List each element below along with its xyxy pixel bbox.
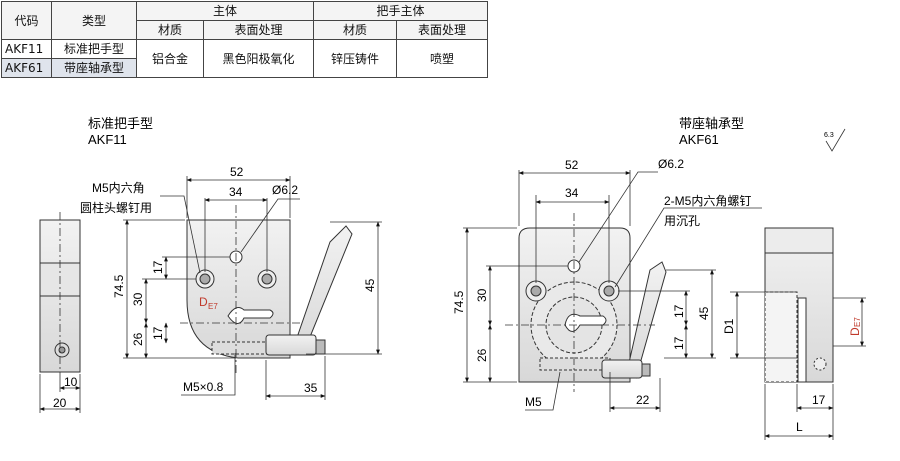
- right-hole-dia: Ø6.2: [658, 157, 684, 171]
- right-de7: D: [848, 327, 862, 336]
- header-body: 主体: [136, 1, 314, 21]
- left-code: AKF11: [88, 132, 127, 147]
- body-material-cell: 铝合金: [136, 39, 204, 78]
- right-screw-label-2: 用沉孔: [664, 214, 700, 228]
- header-handle: 把手主体: [313, 1, 488, 21]
- right-title: 带座轴承型: [679, 116, 744, 131]
- right-dim-17a: 17: [672, 304, 686, 318]
- header-code: 代码: [1, 1, 52, 40]
- right-dim-45: 45: [697, 306, 711, 320]
- right-dim-l: L: [796, 420, 803, 434]
- right-dim-26: 26: [475, 348, 489, 362]
- spec-table: 代码 类型 主体 把手主体 材质 表面处理 材质 表面处理 AKF11 标准把手…: [1, 1, 488, 78]
- left-dim-26: 26: [131, 332, 145, 346]
- right-code: AKF61: [679, 132, 719, 147]
- roughness-symbol: 6.3: [824, 128, 846, 152]
- header-body-material: 材质: [136, 20, 204, 40]
- body-surface-cell: 黑色阳极氧化: [203, 39, 314, 78]
- handle-surface-cell: 喷塑: [396, 39, 488, 78]
- right-dim-34: 34: [565, 186, 579, 200]
- left-title: 标准把手型: [88, 116, 153, 131]
- left-thread: M5×0.8: [183, 380, 224, 394]
- row-code-akf11: AKF11: [1, 39, 52, 59]
- right-dim-d1: D1: [722, 318, 736, 334]
- left-dim-35: 35: [304, 381, 318, 395]
- header-body-surface: 表面处理: [203, 20, 314, 40]
- left-hole-dia: Ø6.2: [272, 183, 298, 197]
- left-dim-10: 10: [64, 375, 78, 389]
- right-dim-17b: 17: [672, 336, 686, 350]
- left-screw-label-1: M5内六角: [92, 181, 145, 195]
- left-dim-20: 20: [53, 396, 67, 410]
- left-dim-52: 52: [230, 165, 244, 179]
- left-dim-17a: 17: [151, 260, 165, 274]
- left-dim-74-5: 74.5: [112, 274, 126, 298]
- left-dim-45: 45: [363, 278, 377, 292]
- handle-material-cell: 锌压铸件: [313, 39, 397, 78]
- left-main-body: [186, 219, 291, 359]
- right-dim-30: 30: [475, 288, 489, 302]
- left-dim-17b: 17: [151, 326, 165, 340]
- left-screw-label-2: 圆柱头螺钉用: [80, 200, 152, 215]
- right-screw-label-1: 2-M5内六角螺钉: [664, 194, 751, 208]
- right-dim-74-5: 74.5: [452, 290, 466, 314]
- right-dim-17-side: 17: [812, 393, 826, 407]
- row-code-akf61: AKF61: [1, 58, 52, 78]
- right-dim-52: 52: [565, 158, 579, 172]
- right-side-view: [764, 227, 834, 383]
- left-dim-34: 34: [229, 185, 243, 199]
- right-de7-sub: E7: [853, 317, 862, 327]
- row-type-standard: 标准把手型: [51, 39, 137, 59]
- row-type-bearing: 带座轴承型: [51, 58, 137, 78]
- left-de7-sub: E7: [208, 302, 218, 311]
- right-dim-m5: M5: [525, 395, 542, 409]
- left-clamp-lever: [265, 225, 353, 356]
- right-dim-22: 22: [636, 393, 650, 407]
- roughness-value: 6.3: [824, 132, 834, 139]
- left-dim-30: 30: [131, 292, 145, 306]
- left-de7: D: [199, 295, 208, 309]
